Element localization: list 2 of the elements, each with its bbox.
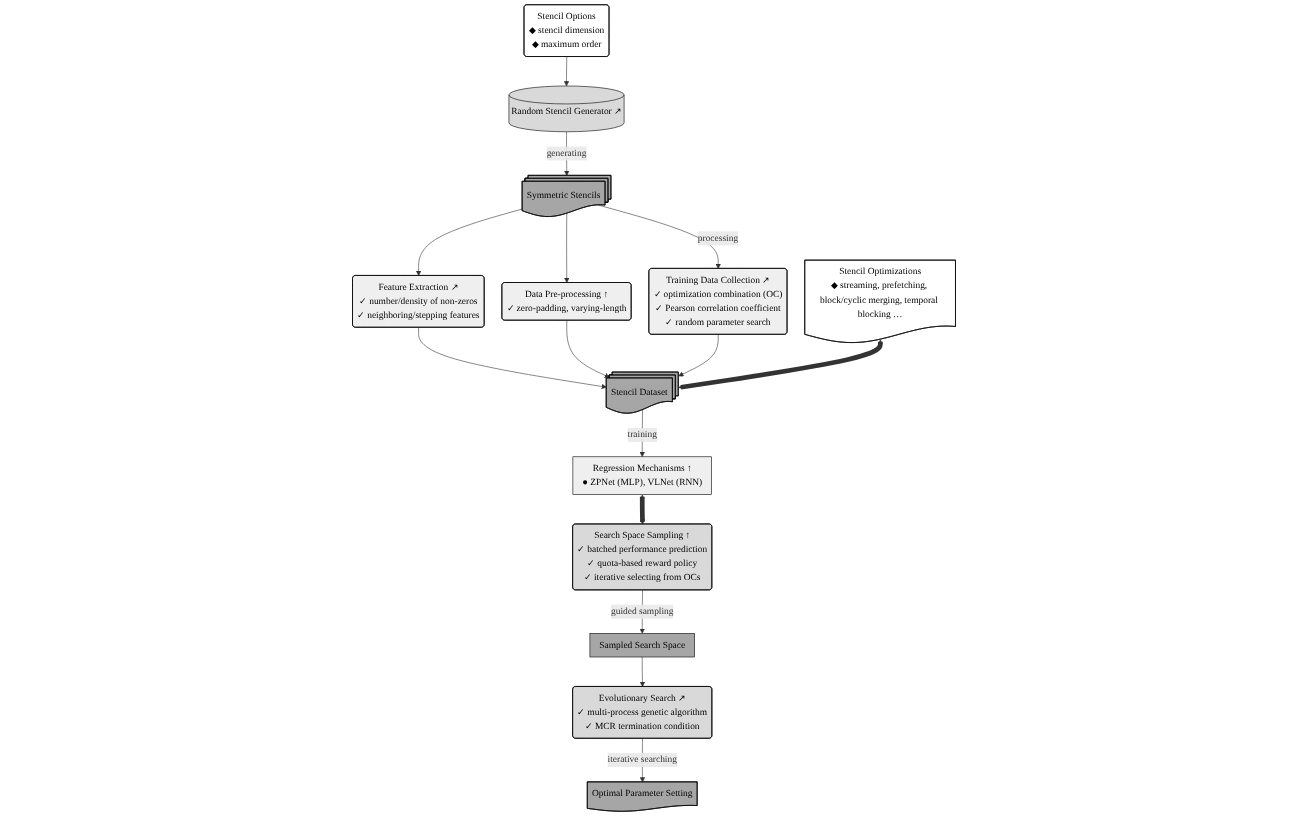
arrow <box>678 339 883 390</box>
arrow <box>639 494 646 525</box>
